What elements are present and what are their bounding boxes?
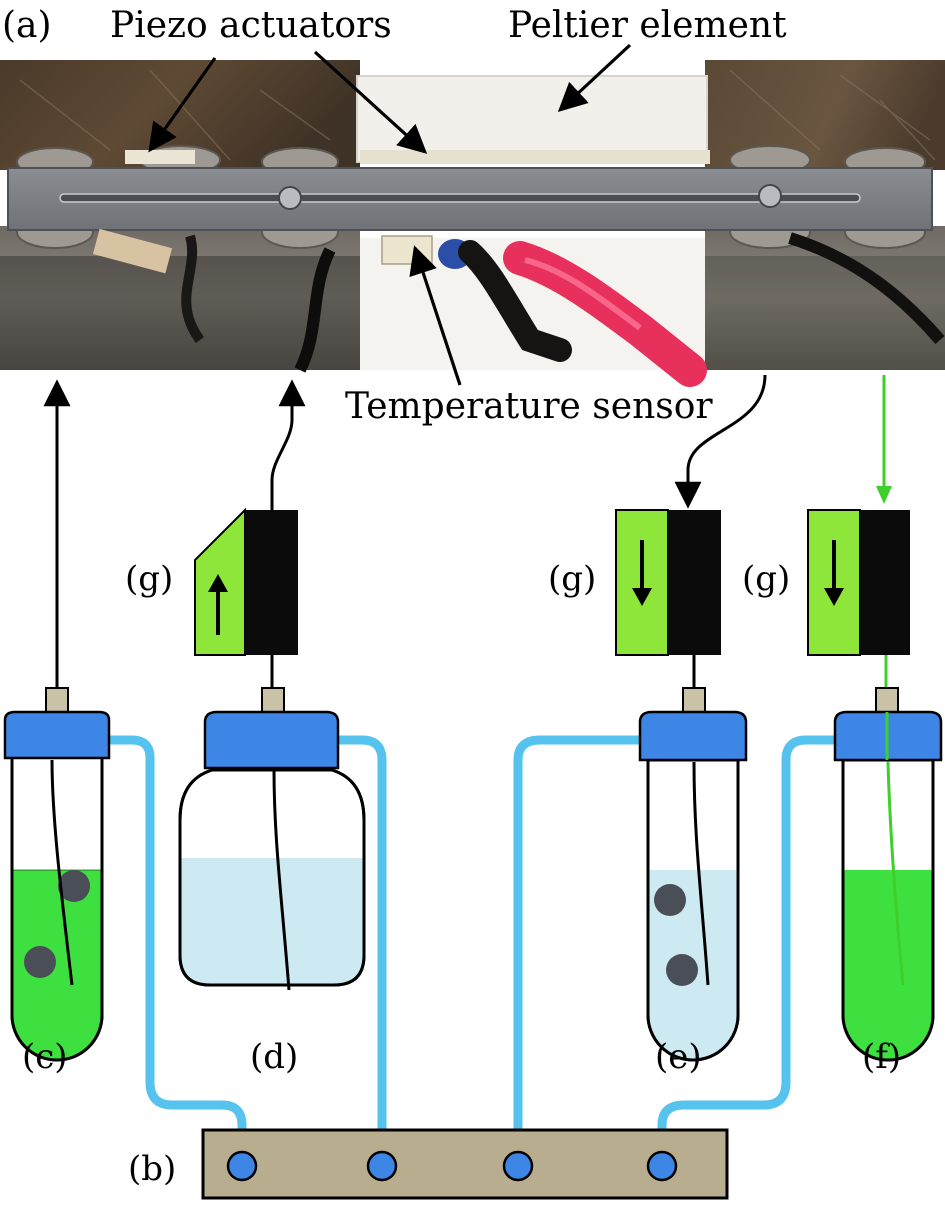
temperature-sensor-label: Temperature sensor xyxy=(345,386,713,427)
wooden-tab xyxy=(92,228,173,274)
pump-f xyxy=(807,509,910,656)
screw-2 xyxy=(758,184,782,208)
piezo-actuator-2 xyxy=(360,150,710,164)
tubing-c xyxy=(103,735,247,1169)
bottle-d-label: (d) xyxy=(250,1037,298,1077)
pump-g-label-3: (g) xyxy=(742,559,790,599)
manifold-port xyxy=(646,1150,678,1182)
manifold-port xyxy=(366,1150,398,1182)
sensor-wire-black xyxy=(458,240,572,362)
piezo-actuators-label: Piezo actuators xyxy=(110,5,392,46)
arrow-temp-sensor xyxy=(409,245,462,386)
arrow-piezo-right xyxy=(313,50,428,154)
pump-g-label-1: (g) xyxy=(125,559,173,599)
cable-right xyxy=(788,232,945,344)
tubing xyxy=(103,735,840,1169)
test-tube-e xyxy=(638,687,748,1062)
photo-pointer-arrows xyxy=(148,43,632,386)
manifold-b-label: (b) xyxy=(128,1149,176,1189)
screw-1 xyxy=(278,186,302,210)
particle xyxy=(666,954,698,986)
arrow-down-icon xyxy=(632,588,652,606)
temperature-sensor xyxy=(381,235,433,265)
panel-a-label: (a) xyxy=(2,5,52,46)
wire-f-arrowhead xyxy=(876,486,892,504)
tube-c-label: (c) xyxy=(22,1037,68,1077)
connector xyxy=(45,687,69,715)
arrow-down-icon xyxy=(824,588,844,606)
pump-e xyxy=(615,509,721,656)
particle xyxy=(58,870,90,902)
cable-left xyxy=(294,247,336,373)
particle xyxy=(24,946,56,978)
tubing-d xyxy=(333,735,387,1169)
plate-slot xyxy=(59,193,861,203)
tube-e-label: (e) xyxy=(655,1037,702,1077)
pump-g-label-2: (g) xyxy=(548,559,596,599)
peltier-element-label: Peltier element xyxy=(508,5,787,46)
connector xyxy=(682,687,706,715)
tubing-e xyxy=(513,735,645,1169)
arrow-up-icon xyxy=(208,574,228,592)
cap xyxy=(638,710,748,762)
connector xyxy=(875,687,899,715)
manifold-port xyxy=(226,1150,258,1182)
tube-f-label: (f) xyxy=(862,1037,901,1077)
bottle-d xyxy=(178,687,366,991)
signal-wires xyxy=(43,374,767,688)
wood-scratches xyxy=(19,69,936,161)
pumps xyxy=(194,507,910,656)
manifold-b xyxy=(201,1128,729,1200)
peltier-element xyxy=(357,76,707,162)
wire-e-down xyxy=(674,374,767,509)
test-tube-c xyxy=(3,687,111,1062)
arrow-peltier xyxy=(557,43,632,112)
pump-tube-lines xyxy=(270,655,696,688)
photo-panel xyxy=(0,60,945,387)
piezo-actuator-1 xyxy=(125,150,195,164)
test-tube-f xyxy=(833,687,943,1062)
cap xyxy=(203,710,340,770)
connector xyxy=(261,687,285,715)
cap xyxy=(3,710,111,760)
manifold-port xyxy=(502,1150,534,1182)
pump-d xyxy=(194,507,298,656)
particle xyxy=(654,884,686,916)
wire-d-up xyxy=(270,379,306,510)
tubing-f xyxy=(657,735,840,1169)
arrow-piezo-left xyxy=(148,57,217,153)
